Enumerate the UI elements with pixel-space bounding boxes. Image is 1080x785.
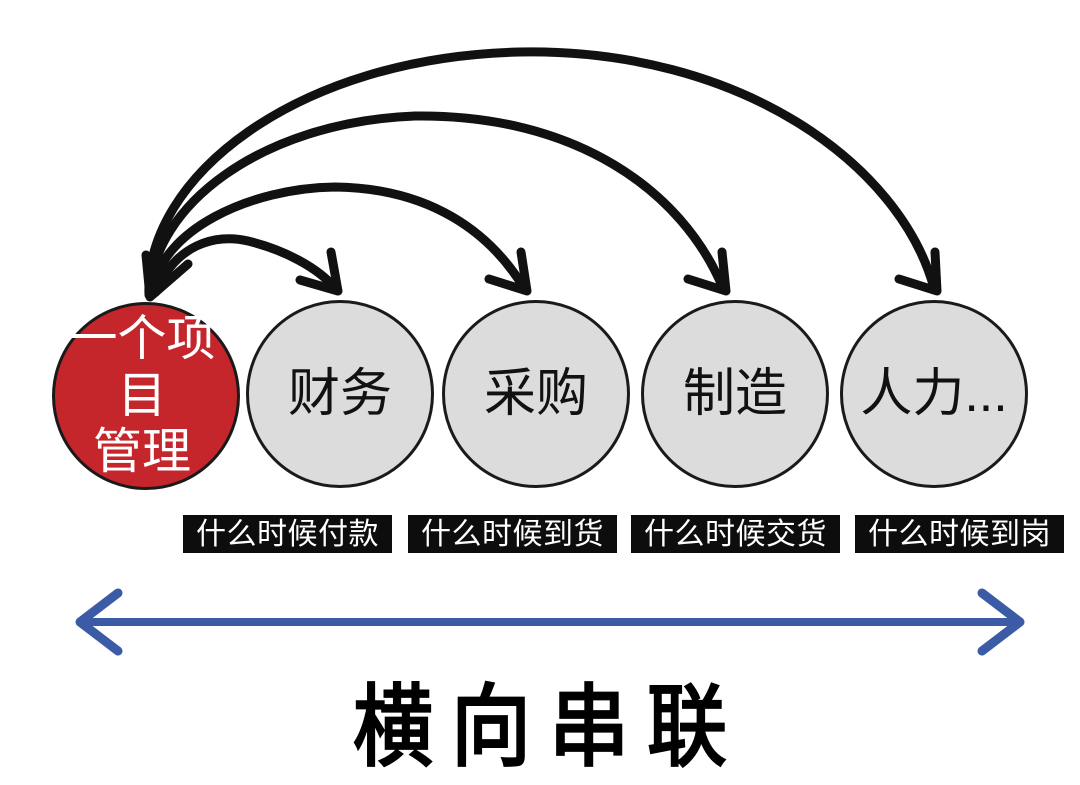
arc-hub-to-manufacturing (145, 111, 731, 299)
node-department-manufacturing[interactable]: 制造 (641, 300, 829, 488)
question-tag-label: 什么时候交货 (644, 517, 827, 551)
node-department-label: 采购 (483, 364, 588, 423)
diagram-caption: 横向串联 (353, 675, 745, 780)
arc-hub-to-hr (144, 47, 942, 300)
question-tag-shipment: 什么时候交货 (631, 515, 840, 553)
node-department-finance[interactable]: 财务 (246, 300, 434, 488)
node-department-label: 人力... (860, 364, 1008, 423)
arc-hub-arrowhead (141, 250, 193, 302)
arrow-right-icon (977, 588, 1025, 656)
node-hub-label: 一个项目 管理 (68, 312, 216, 480)
question-tag-label: 什么时候付款 (196, 517, 379, 551)
question-tag-payment: 什么时候付款 (183, 515, 392, 553)
arc-hub-to-finance (151, 234, 343, 297)
question-tag-label: 什么时候到货 (421, 517, 604, 551)
question-tag-label: 什么时候到岗 (868, 517, 1051, 551)
node-department-purchasing[interactable]: 采购 (442, 300, 630, 488)
arc-hub-to-purchasing (147, 182, 532, 298)
question-tag-onboarding: 什么时候到岗 (855, 515, 1064, 553)
node-department-hr[interactable]: 人力... (840, 300, 1028, 488)
node-project-management-hub[interactable]: 一个项目 管理 (52, 302, 240, 490)
arrow-left-icon (75, 588, 123, 656)
question-tag-delivery-arrival: 什么时候到货 (408, 515, 617, 553)
node-department-label: 制造 (682, 364, 787, 423)
horizontal-axis-arrow (75, 588, 1025, 656)
node-department-label: 财务 (287, 364, 392, 423)
